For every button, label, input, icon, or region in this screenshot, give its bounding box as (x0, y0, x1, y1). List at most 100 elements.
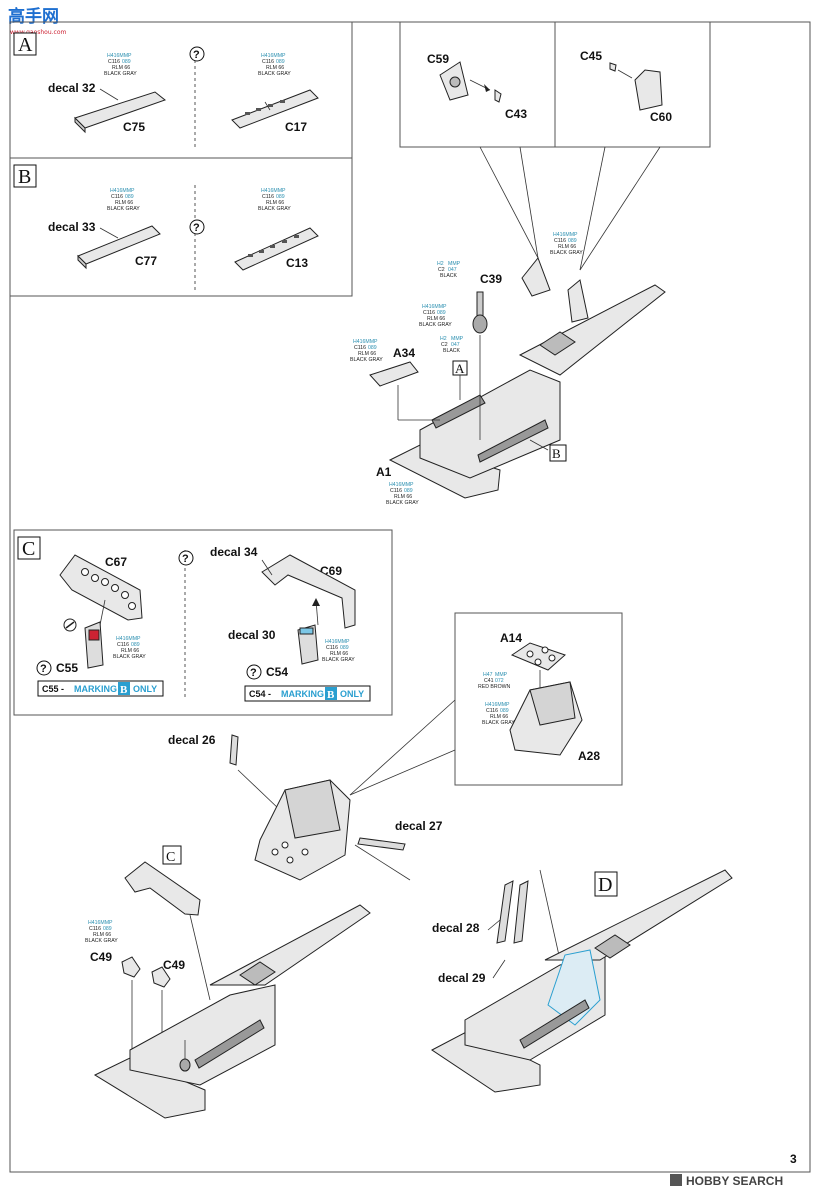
question-icon: ? (178, 550, 194, 566)
paint-name: BLACK GRAY (258, 206, 291, 212)
part-c54 (297, 624, 319, 665)
callout-a14: H47 MMP C41 072 RED BROWN (478, 672, 511, 690)
part-c39-stick (472, 291, 488, 440)
label-decal-26: decal 26 (168, 733, 216, 747)
callout-a34: H416MMP C116 089 RLM 66 BLACK GRAY (350, 339, 383, 363)
svg-text:?: ? (182, 553, 189, 565)
question-icon: ? (189, 46, 205, 62)
paint-code: H416MMP (261, 53, 286, 59)
paint-code: C116 (89, 926, 101, 932)
watermark-subtext: www.gaoshou.com (10, 29, 67, 36)
paint-name: RLM 66 (93, 932, 111, 938)
paint-code: 072 (495, 678, 504, 684)
paint-name: BLACK GRAY (258, 71, 291, 77)
decal-26-harness (229, 734, 239, 766)
label-c67: C67 (105, 555, 127, 569)
paint-code: C116 (486, 708, 498, 714)
decal-27-harness (357, 837, 406, 851)
paint-name: RLM 66 (112, 65, 130, 71)
label-decal-28: decal 28 (432, 921, 480, 935)
paint-code: C41 (484, 678, 494, 684)
step-b-panel (9, 157, 353, 297)
label-c75: C75 (123, 120, 145, 134)
paint-code: C116 (354, 345, 366, 351)
paint-code: C116 (111, 194, 123, 200)
highlight-icon (63, 618, 77, 632)
paint-code: MMP (448, 261, 461, 267)
watermark-logo: 高手网 www.gaoshou.com (8, 6, 67, 36)
marking-note-c54: C54 - MARKING B ONLY (244, 685, 371, 702)
callout-b-c77: H416MMP C116 089 RLM 66 BLACK GRAY (107, 188, 140, 212)
label-c17: C17 (285, 120, 307, 134)
part-c13 (234, 227, 319, 271)
step-c-badge (17, 536, 41, 560)
marking-prefix: C55 - (42, 684, 64, 694)
ref-step-c-letter: C (166, 850, 175, 865)
paint-code: H416MMP (88, 920, 113, 926)
step-b-badge (13, 164, 37, 188)
paint-name: BLACK GRAY (104, 71, 137, 77)
label-c59: C59 (427, 52, 449, 66)
ref-step-c-badge (162, 845, 182, 865)
paint-code: H2 (440, 336, 447, 342)
paint-code: 089 (125, 194, 134, 200)
paint-code: MMP (495, 672, 508, 678)
lower-fuselage-spine (209, 904, 371, 986)
paint-name: BLACK GRAY (322, 657, 355, 663)
label-c43: C43 (505, 107, 527, 121)
paint-code: C116 (262, 194, 274, 200)
paint-name: BLACK GRAY (550, 250, 583, 256)
part-a34 (369, 361, 419, 387)
svg-text:?: ? (250, 667, 257, 679)
svg-text:?: ? (193, 222, 200, 234)
marking-word: MARKING (281, 689, 324, 699)
paint-name: RLM 66 (427, 316, 445, 322)
paint-code: H416MMP (107, 53, 132, 59)
paint-code: C116 (326, 645, 338, 651)
paint-code: 089 (404, 488, 413, 494)
watermark-text: 高手网 (8, 6, 59, 27)
paint-name: BLACK (440, 273, 458, 279)
callout-c60: H416MMP C116 089 RLM 66 BLACK GRAY (550, 232, 583, 256)
part-c59-mounted (521, 257, 551, 297)
paint-code: 089 (103, 926, 112, 932)
paint-code: C116 (117, 642, 129, 648)
paint-code: 089 (340, 645, 349, 651)
callout-c55: H416MMP C116 089 RLM 66 BLACK GRAY (113, 636, 146, 660)
callout-c39c: H2 MMP C2 047 BLACK (440, 336, 464, 354)
label-c45: C45 (580, 49, 602, 63)
paint-code: C2 (441, 342, 448, 348)
paint-name: BLACK GRAY (482, 720, 515, 726)
marking-letter: B (120, 684, 128, 696)
part-c69 (261, 554, 356, 629)
label-c77: C77 (135, 254, 157, 268)
label-decal-30: decal 30 (228, 628, 276, 642)
c67-gauges (81, 568, 136, 610)
step-d-badge (594, 871, 618, 897)
paint-name: RLM 66 (266, 65, 284, 71)
c17-mounted (431, 394, 486, 429)
brand-text: HOBBY SEARCH (686, 1174, 783, 1188)
label-c55: C55 (56, 661, 78, 675)
paint-code: H416MMP (353, 339, 378, 345)
label-c49-a: C49 (90, 950, 112, 964)
marking-letter: B (327, 689, 335, 701)
paint-code: H416MMP (116, 636, 141, 642)
paint-name: BLACK GRAY (107, 206, 140, 212)
callout-b-c13: H416MMP C116 089 RLM 66 BLACK GRAY (258, 188, 291, 212)
lower-fuselage-floor (93, 1057, 206, 1119)
paint-code: C2 (438, 267, 445, 273)
paint-code: H416MMP (110, 188, 135, 194)
label-decal-32: decal 32 (48, 81, 96, 95)
step-d-letter: D (598, 874, 612, 896)
paint-code: H47 (483, 672, 493, 678)
paint-code: 089 (437, 310, 446, 316)
svg-text:?: ? (193, 49, 200, 61)
part-c67-panel (59, 554, 143, 621)
question-icon: ? (189, 219, 205, 235)
part-c69-assembled (124, 861, 201, 916)
part-c49-left (121, 956, 141, 978)
lower-cockpit-tub (129, 984, 276, 1086)
brand-icon (670, 1174, 682, 1186)
